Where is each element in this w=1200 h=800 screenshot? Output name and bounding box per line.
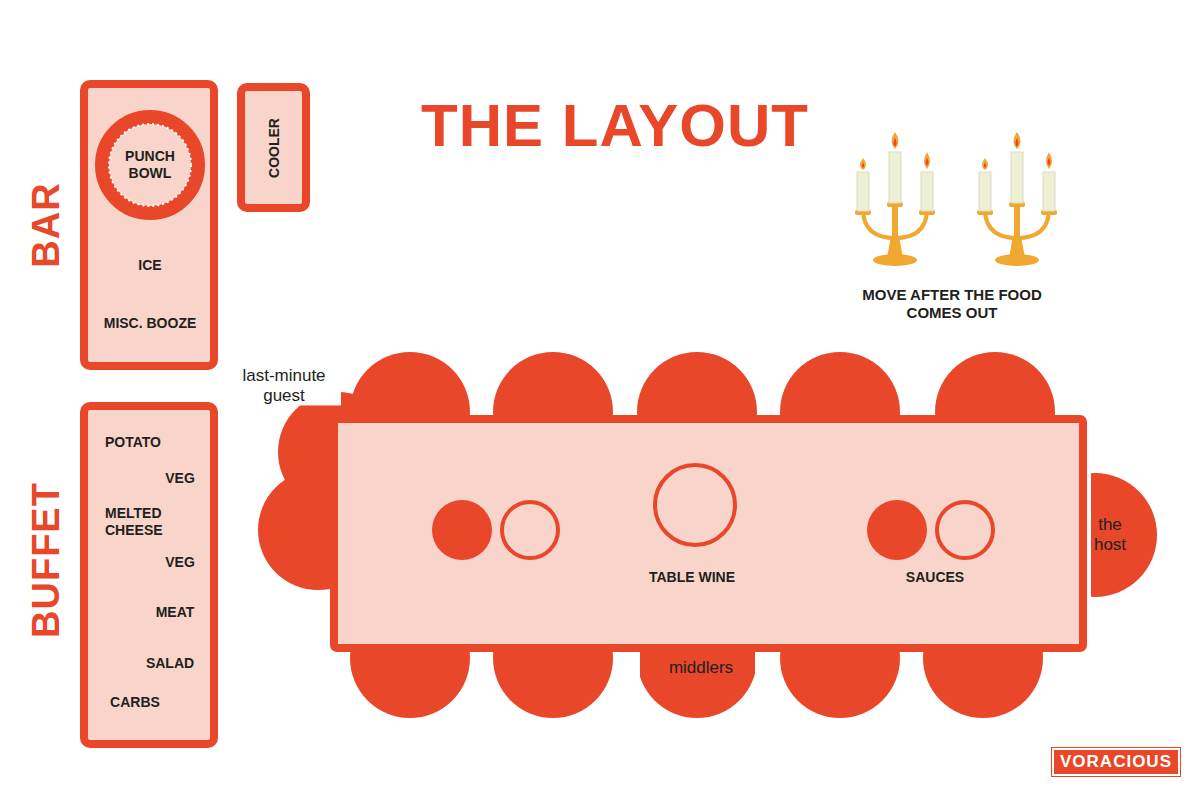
- outline-circle: [1091, 473, 1157, 597]
- item-label: TABLE WINE: [649, 569, 735, 586]
- item-label: ICE: [138, 257, 161, 274]
- wine-carafe: TABLE WINE: [640, 460, 750, 590]
- item-label: MISC. BOOZE: [104, 315, 197, 332]
- title: THE LAYOUT: [421, 91, 809, 160]
- section-heading: BUFFET: [24, 482, 70, 638]
- outline-circle: [102, 117, 198, 213]
- cooler-box: COOLER: [237, 83, 310, 212]
- bar-panel: PUNCH BOWLBARICEMISC. BOOZE: [80, 80, 218, 370]
- section-heading: BAR: [24, 182, 70, 267]
- item-label: SAUCES: [906, 569, 964, 586]
- brand-mark: VORACIOUS: [1052, 748, 1180, 776]
- guest-note: last-minute guest: [227, 366, 341, 405]
- item-label: VEG: [165, 470, 195, 487]
- outline-circle: [867, 500, 927, 560]
- candle-note: MOVE AFTER THE FOOD COMES OUT: [842, 286, 1062, 322]
- item-label: SALAD: [146, 655, 194, 672]
- item-label: CARBS: [110, 694, 160, 711]
- item-label: middlers: [669, 658, 733, 678]
- item-label: PUNCH BOWL: [114, 148, 186, 182]
- table-top: [334, 419, 1083, 648]
- sauce-dish: [432, 500, 492, 560]
- candelabra: [855, 132, 935, 266]
- outline-circle: [937, 502, 993, 558]
- sauce-dishes: SAUCES: [860, 495, 1005, 590]
- buffet-panel: BUFFETPOTATOVEGMELTED CHEESEVEGMEATSALAD…: [80, 402, 218, 748]
- candelabra: [977, 132, 1057, 266]
- item-label: COOLER: [266, 118, 283, 178]
- item-label: MELTED CHEESE: [105, 505, 175, 539]
- outline-circle: [655, 465, 735, 545]
- item-label: POTATO: [105, 434, 161, 451]
- item-label: MEAT: [156, 604, 195, 621]
- middle-chair: middlers: [640, 652, 755, 722]
- outline-circle: [640, 652, 755, 718]
- host-chair: the host: [1091, 470, 1161, 600]
- punch-bowl: PUNCH BOWL: [95, 110, 205, 220]
- outline-circle: [109, 124, 191, 206]
- sauce-dish: [502, 502, 558, 558]
- item-label: VEG: [165, 554, 195, 571]
- item-label: the host: [1091, 515, 1131, 554]
